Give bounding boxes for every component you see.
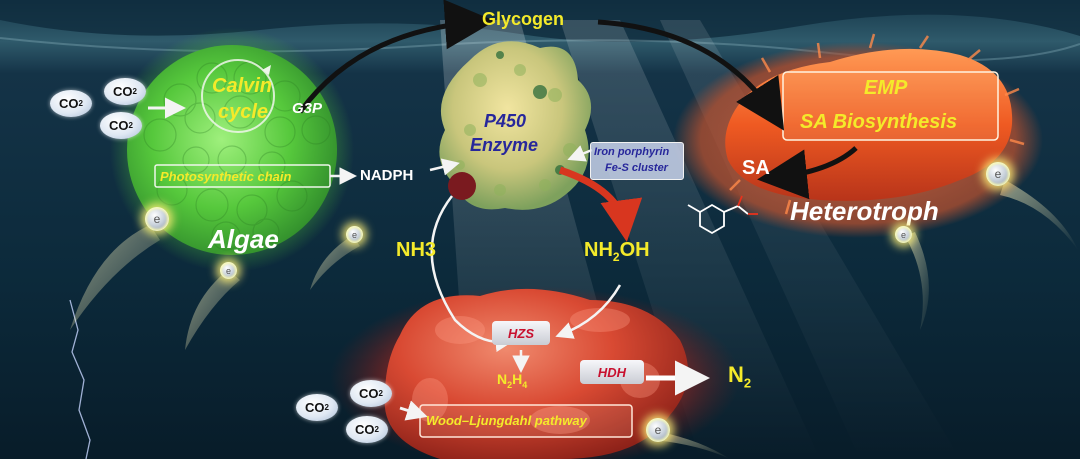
p450-label-line2: Enzyme — [470, 136, 538, 154]
electron-icon: e — [220, 262, 237, 279]
p450-label-line1: P450 — [484, 112, 526, 130]
wood-ljungdahl-label: Wood–Ljungdahl pathway — [426, 414, 587, 427]
nh2oh-label: NH2OH — [584, 240, 650, 263]
glycogen-label: Glycogen — [482, 10, 564, 28]
calvin-cycle-label-line1: Calvin — [212, 76, 272, 96]
electron-icon: e — [646, 418, 670, 442]
heterotroph-label: Heterotroph — [790, 198, 939, 224]
cofactor-box: Iron porphyrin Fe-S cluster — [590, 142, 684, 180]
n2h4-label: N2H4 — [497, 372, 527, 390]
hdh-enzyme-label: HDH — [580, 360, 644, 384]
emp-label: EMP — [864, 78, 907, 98]
sa-label: SA — [742, 158, 770, 178]
photosynthetic-chain-label: Photosynthetic chain — [160, 170, 291, 183]
calvin-cycle-label-line2: cycle — [218, 102, 268, 122]
electron-icon: e — [986, 162, 1010, 186]
electron-icon: e — [895, 226, 912, 243]
electron-icon: e — [145, 207, 169, 231]
algae-label: Algae — [208, 226, 279, 252]
fes-cluster-label: Fe-S cluster — [605, 163, 668, 174]
n2-label: N2 — [728, 364, 751, 389]
nh3-label: NH3 — [396, 240, 436, 260]
electron-icon: e — [346, 226, 363, 243]
nadph-label: NADPH — [360, 168, 413, 183]
sa-biosynthesis-label: SA Biosynthesis — [800, 112, 957, 132]
hzs-enzyme-label: HZS — [492, 321, 550, 345]
g3p-label: G3P — [292, 101, 322, 116]
iron-porphyrin-label: Iron porphyrin — [594, 147, 669, 158]
